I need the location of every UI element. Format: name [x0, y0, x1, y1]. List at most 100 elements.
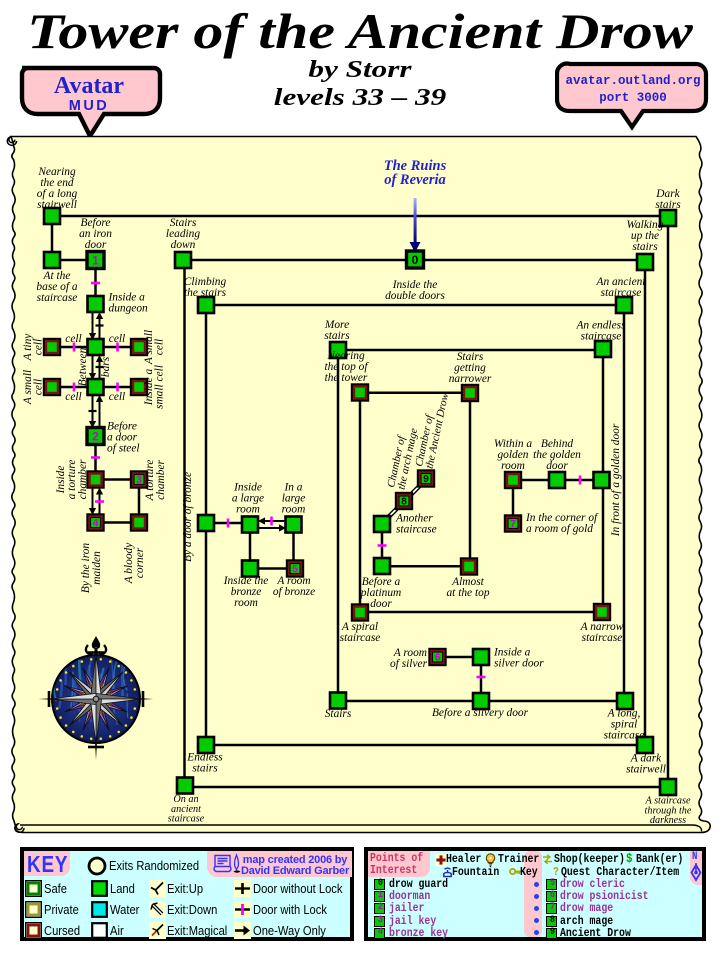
svg-text:Inside: Inside [233, 482, 262, 494]
svg-text:Inside a: Inside a [143, 369, 155, 407]
svg-text:the golden: the golden [533, 449, 581, 461]
svg-text:A long,: A long, [607, 708, 641, 720]
svg-text:3: 3 [136, 475, 142, 486]
svg-text:staircase: staircase [582, 632, 623, 644]
svg-text:port 3000: port 3000 [599, 91, 667, 105]
svg-text:cell: cell [65, 333, 81, 345]
svg-text:A room: A room [393, 647, 427, 659]
svg-text:small cell: small cell [154, 365, 166, 409]
svg-text:By a door of bronze: By a door of bronze [182, 472, 194, 562]
svg-text:staircase: staircase [396, 524, 437, 536]
svg-text:Before: Before [81, 217, 111, 229]
svg-text:Stairs: Stairs [325, 708, 352, 720]
svg-text:At the: At the [43, 270, 71, 282]
svg-text:a room of gold: a room of gold [526, 523, 593, 535]
svg-text:Climbing: Climbing [184, 276, 227, 288]
svg-text:door: door [370, 598, 392, 610]
svg-text:spiral: spiral [611, 719, 638, 731]
svg-text:The Ruins: The Ruins [384, 158, 447, 174]
svg-text:avatar.outland.org: avatar.outland.org [565, 74, 700, 88]
svg-text:staircase: staircase [340, 632, 381, 644]
svg-text:stairs: stairs [192, 763, 218, 775]
svg-text:corner: corner [134, 547, 146, 578]
svg-text:staircase: staircase [604, 730, 645, 742]
svg-text:platinum: platinum [360, 587, 402, 599]
svg-text:Inside: Inside [55, 466, 67, 495]
svg-text:up the: up the [631, 230, 659, 242]
svg-text:of steel: of steel [107, 443, 140, 455]
svg-text:cell: cell [33, 339, 45, 355]
svg-text:Nearing: Nearing [37, 166, 76, 178]
svg-text:Before a: Before a [362, 576, 401, 588]
svg-text:In front of a golden door: In front of a golden door [610, 423, 622, 537]
svg-text:room: room [236, 504, 260, 516]
svg-text:A small: A small [22, 370, 34, 405]
svg-text:base of a: base of a [36, 281, 77, 293]
svg-text:cell: cell [109, 333, 125, 345]
svg-text:of a long: of a long [37, 188, 78, 200]
svg-text:maiden: maiden [91, 551, 103, 585]
svg-text:chamber: chamber [155, 460, 167, 500]
svg-text:stairwell: stairwell [37, 199, 77, 211]
svg-text:an iron: an iron [79, 228, 112, 240]
svg-text:A room: A room [276, 575, 310, 587]
svg-text:of Reveria: of Reveria [384, 172, 446, 188]
svg-text:the tower: the tower [325, 372, 368, 384]
svg-text:a torture: a torture [66, 460, 78, 500]
svg-text:0: 0 [412, 253, 419, 267]
svg-text:dungeon: dungeon [109, 303, 149, 315]
svg-text:stairs: stairs [632, 241, 658, 253]
svg-text:An endless: An endless [575, 320, 626, 332]
svg-text:A dark: A dark [630, 753, 662, 765]
svg-text:7: 7 [510, 519, 516, 530]
svg-text:Inside a: Inside a [108, 292, 146, 304]
svg-text:1: 1 [92, 253, 99, 267]
svg-text:golden: golden [497, 449, 528, 461]
svg-text:bronze: bronze [231, 586, 262, 598]
svg-text:the top of: the top of [324, 361, 369, 373]
svg-text:through the: through the [645, 805, 692, 816]
svg-text:By the iron: By the iron [80, 543, 92, 593]
svg-text:9: 9 [423, 474, 429, 485]
svg-text:A staircase: A staircase [645, 796, 691, 807]
svg-text:room: room [501, 460, 525, 472]
svg-text:5: 5 [292, 564, 298, 575]
svg-text:Inside a: Inside a [493, 647, 531, 659]
svg-text:bars: bars [100, 356, 112, 377]
svg-text:stairwell: stairwell [626, 764, 666, 776]
svg-text:stairs: stairs [324, 330, 350, 342]
svg-text:A narrow: A narrow [580, 621, 624, 633]
svg-text:8: 8 [401, 497, 407, 508]
svg-text:Another: Another [395, 513, 433, 525]
svg-text:stairs: stairs [655, 199, 681, 211]
svg-text:down: down [171, 239, 196, 251]
svg-text:Within a: Within a [494, 438, 533, 450]
svg-text:A tiny: A tiny [22, 333, 34, 362]
svg-text:leading: leading [166, 228, 200, 240]
svg-text:staircase: staircase [581, 331, 622, 343]
svg-text:staircase: staircase [168, 814, 205, 825]
svg-text:Before a silvery door: Before a silvery door [432, 707, 529, 719]
svg-text:Stairs: Stairs [170, 217, 197, 229]
svg-text:In a: In a [283, 482, 302, 494]
svg-text:cell: cell [109, 391, 125, 403]
svg-text:cell: cell [65, 391, 81, 403]
svg-text:double doors: double doors [385, 290, 445, 302]
svg-text:MUD: MUD [69, 98, 110, 114]
svg-text:Inside the: Inside the [223, 575, 269, 587]
svg-text:room: room [282, 504, 306, 516]
svg-text:chamber: chamber [77, 459, 89, 499]
svg-text:Stairs: Stairs [457, 351, 484, 363]
svg-text:of silver: of silver [390, 658, 428, 670]
svg-text:cell: cell [33, 379, 45, 395]
svg-text:door: door [546, 460, 568, 472]
svg-text:Inside the: Inside the [392, 279, 438, 291]
svg-text:4: 4 [93, 518, 99, 529]
svg-text:at the top: at the top [446, 587, 489, 599]
svg-text:Before: Before [107, 421, 137, 433]
svg-text:Endless: Endless [186, 752, 223, 764]
svg-text:In the corner of: In the corner of [525, 512, 599, 524]
svg-text:Avatar: Avatar [54, 73, 125, 99]
svg-text:A spiral: A spiral [341, 621, 378, 633]
svg-text:Walking: Walking [627, 219, 664, 231]
